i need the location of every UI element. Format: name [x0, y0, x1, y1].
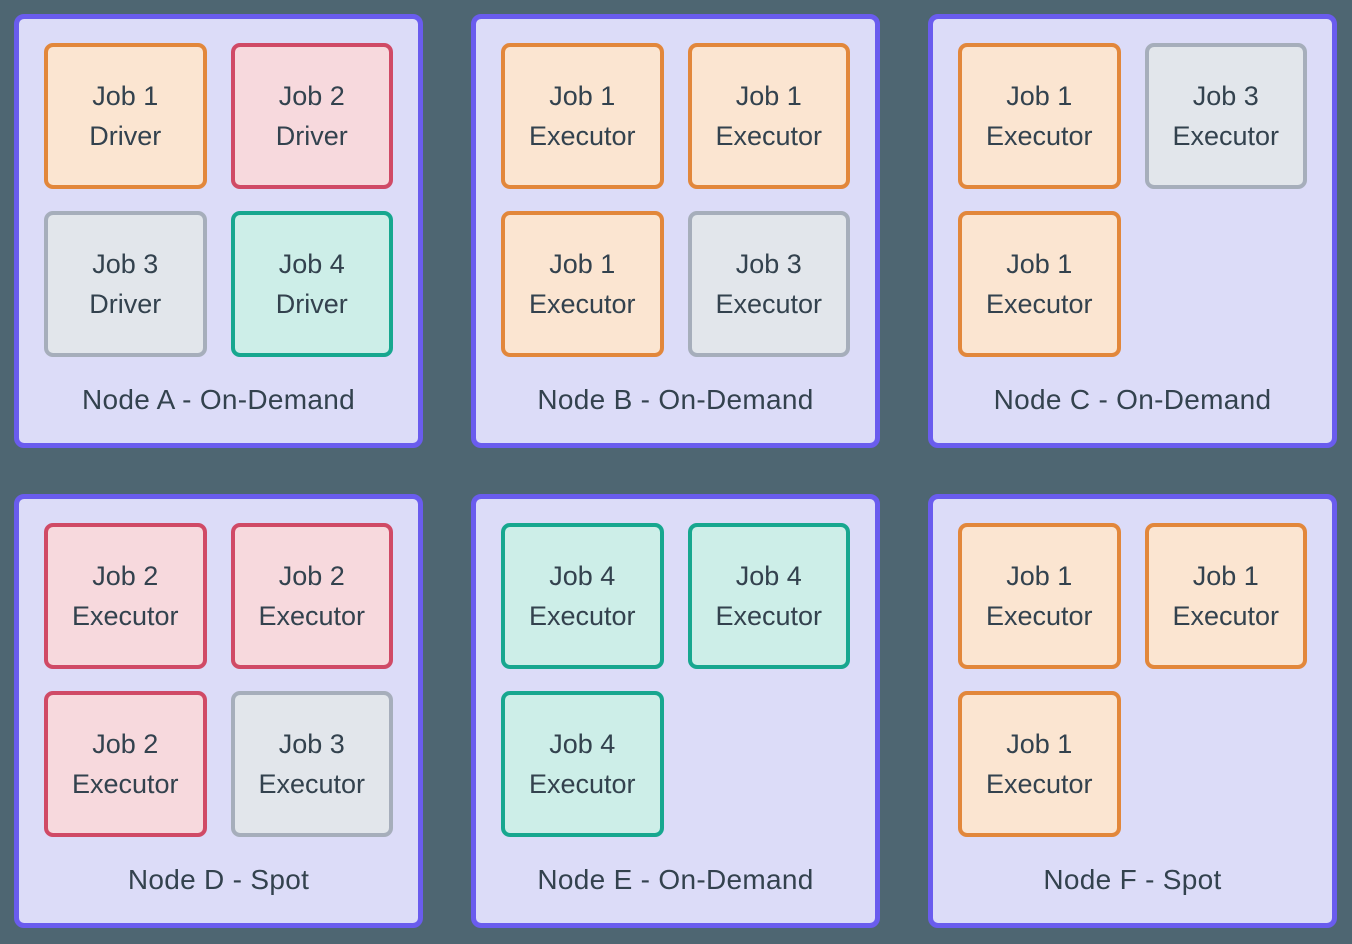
- job-title: Job 3: [278, 729, 345, 759]
- job-title: Job 1: [1006, 729, 1073, 759]
- job-box: Job 2 Executor: [230, 523, 393, 669]
- node-d-panel: Job 2 Executor Job 2 Executor Job 2 Exec…: [14, 494, 423, 928]
- job-role: Executor: [528, 601, 636, 631]
- job-box: Job 4 Driver: [230, 211, 393, 357]
- node-a-panel: Job 1 Driver Job 2 Driver Job 3 Driver J…: [14, 14, 423, 448]
- node-c-panel: Job 1 Executor Job 3 Executor Job 1 Exec…: [928, 14, 1337, 448]
- job-box: Job 3 Executor: [1144, 43, 1307, 189]
- job-box: Job 1 Executor: [958, 43, 1121, 189]
- job-title: Job 1: [1006, 249, 1073, 279]
- job-title: Job 1: [1192, 561, 1259, 591]
- job-title: Job 3: [92, 249, 159, 279]
- node-b-panel: Job 1 Executor Job 1 Executor Job 1 Exec…: [471, 14, 880, 448]
- job-role: Executor: [528, 121, 636, 151]
- job-box: Job 3 Executor: [230, 691, 393, 837]
- job-title: Job 1: [549, 249, 616, 279]
- node-label: Node B - On-Demand: [537, 384, 814, 415]
- job-box: Job 4 Executor: [501, 523, 664, 669]
- job-role: Executor: [715, 289, 823, 319]
- job-box: Job 1 Executor: [958, 523, 1121, 669]
- job-role: Executor: [258, 769, 366, 799]
- job-role: Executor: [715, 121, 823, 151]
- job-box: Job 2 Executor: [44, 691, 207, 837]
- node-label: Node A - On-Demand: [81, 384, 356, 415]
- job-title: Job 3: [1192, 81, 1259, 111]
- job-box: Job 3 Executor: [687, 211, 850, 357]
- job-title: Job 3: [735, 249, 802, 279]
- job-role: Executor: [258, 601, 366, 631]
- node-label: Node E - On-Demand: [537, 864, 814, 895]
- job-title: Job 1: [1006, 561, 1073, 591]
- job-role: Executor: [71, 601, 179, 631]
- job-role: Driver: [275, 289, 348, 319]
- job-title: Job 2: [92, 729, 159, 759]
- job-role: Executor: [985, 121, 1093, 151]
- jobs-grid: Job 1 Executor Job 1 Executor Job 1 Exec…: [958, 523, 1307, 837]
- node-f-panel: Job 1 Executor Job 1 Executor Job 1 Exec…: [928, 494, 1337, 928]
- job-box: Job 1 Executor: [501, 43, 664, 189]
- job-box: Job 1 Executor: [958, 211, 1121, 357]
- job-role: Executor: [71, 769, 179, 799]
- node-label: Node D - Spot: [127, 864, 310, 895]
- job-title: Job 1: [735, 81, 802, 111]
- job-role: Executor: [1172, 601, 1280, 631]
- jobs-grid: Job 1 Executor Job 3 Executor Job 1 Exec…: [958, 43, 1307, 357]
- job-title: Job 4: [549, 729, 616, 759]
- job-box: Job 1 Driver: [44, 43, 207, 189]
- job-role: Executor: [528, 289, 636, 319]
- job-role: Driver: [89, 289, 162, 319]
- jobs-grid: Job 4 Executor Job 4 Executor Job 4 Exec…: [501, 523, 850, 837]
- node-label: Node F - Spot: [1043, 864, 1222, 895]
- job-title: Job 1: [549, 81, 616, 111]
- job-role: Executor: [985, 769, 1093, 799]
- job-title: Job 1: [92, 81, 159, 111]
- job-title: Job 2: [278, 561, 345, 591]
- job-role: Executor: [985, 601, 1093, 631]
- job-box: Job 2 Executor: [44, 523, 207, 669]
- job-box: Job 3 Driver: [44, 211, 207, 357]
- job-title: Job 4: [735, 561, 802, 591]
- job-title: Job 4: [278, 249, 345, 279]
- job-role: Executor: [1172, 121, 1280, 151]
- jobs-grid: Job 1 Driver Job 2 Driver Job 3 Driver J…: [44, 43, 393, 357]
- job-role: Driver: [275, 121, 348, 151]
- job-box: Job 1 Executor: [501, 211, 664, 357]
- job-box: Job 1 Executor: [687, 43, 850, 189]
- jobs-grid: Job 1 Executor Job 1 Executor Job 1 Exec…: [501, 43, 850, 357]
- job-title: Job 1: [1006, 81, 1073, 111]
- job-title: Job 4: [549, 561, 616, 591]
- job-role: Driver: [89, 121, 162, 151]
- job-box: Job 4 Executor: [501, 691, 664, 837]
- job-box: Job 2 Driver: [230, 43, 393, 189]
- job-title: Job 2: [92, 561, 159, 591]
- job-role: Executor: [985, 289, 1093, 319]
- job-box: Job 1 Executor: [1144, 523, 1307, 669]
- node-e-panel: Job 4 Executor Job 4 Executor Job 4 Exec…: [471, 494, 880, 928]
- job-box: Job 4 Executor: [687, 523, 850, 669]
- job-role: Executor: [715, 601, 823, 631]
- job-box: Job 1 Executor: [958, 691, 1121, 837]
- job-role: Executor: [528, 769, 636, 799]
- node-label: Node C - On-Demand: [993, 384, 1272, 415]
- job-title: Job 2: [278, 81, 345, 111]
- jobs-grid: Job 2 Executor Job 2 Executor Job 2 Exec…: [44, 523, 393, 837]
